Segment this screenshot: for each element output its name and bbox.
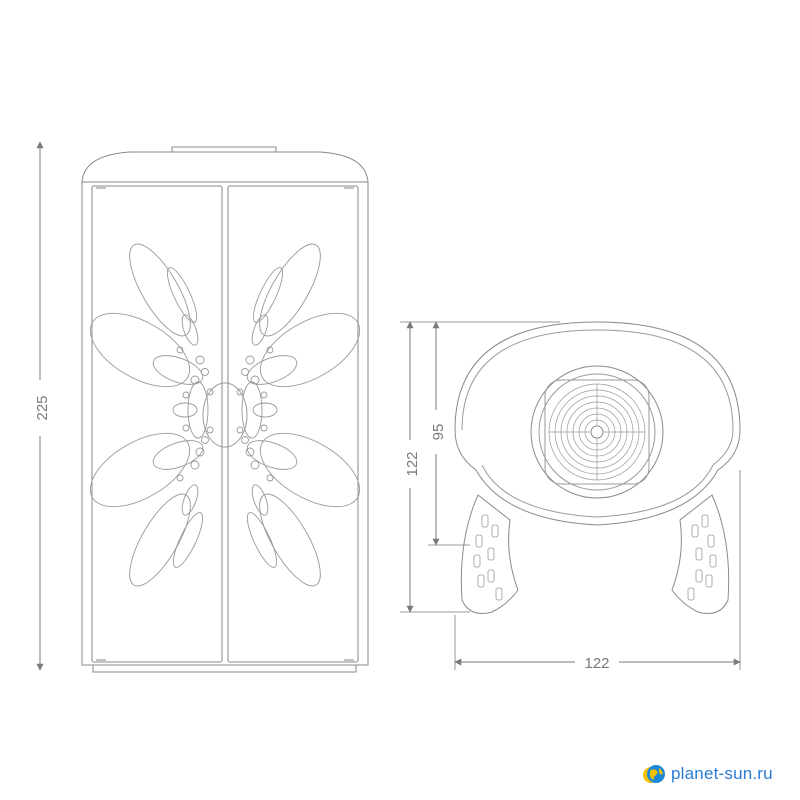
front-base — [92, 664, 357, 673]
side-width-label: 122 — [584, 655, 609, 672]
side-width-dimension: 122 — [454, 470, 741, 672]
side-leg-right — [671, 494, 730, 614]
side-inner-height-dimension: 95 — [426, 321, 470, 546]
side-height-label: 122 — [404, 451, 421, 476]
flower-pattern-left — [89, 243, 214, 587]
front-door-right — [227, 185, 359, 663]
front-height-label: 225 — [34, 395, 51, 420]
side-fan-hub — [590, 425, 604, 439]
front-height-dimension: 225 — [30, 141, 51, 671]
brand-logo[interactable]: planet-sun.ru — [642, 762, 773, 786]
globe-sun-icon — [643, 765, 665, 783]
side-view — [454, 321, 741, 614]
front-body — [81, 181, 369, 666]
front-top-cap — [81, 151, 369, 183]
brand-text[interactable]: planet-sun.ru — [671, 764, 773, 783]
flower-pattern-right — [236, 243, 361, 587]
side-fan-outer — [530, 365, 664, 499]
side-inner-height-label: 95 — [430, 424, 447, 441]
front-view — [81, 146, 369, 673]
front-door-left — [91, 185, 223, 663]
side-main-body — [454, 321, 741, 526]
side-leg-left — [460, 494, 519, 614]
side-height-dimension: 122 — [400, 321, 560, 613]
flower-center-ring — [202, 382, 248, 448]
